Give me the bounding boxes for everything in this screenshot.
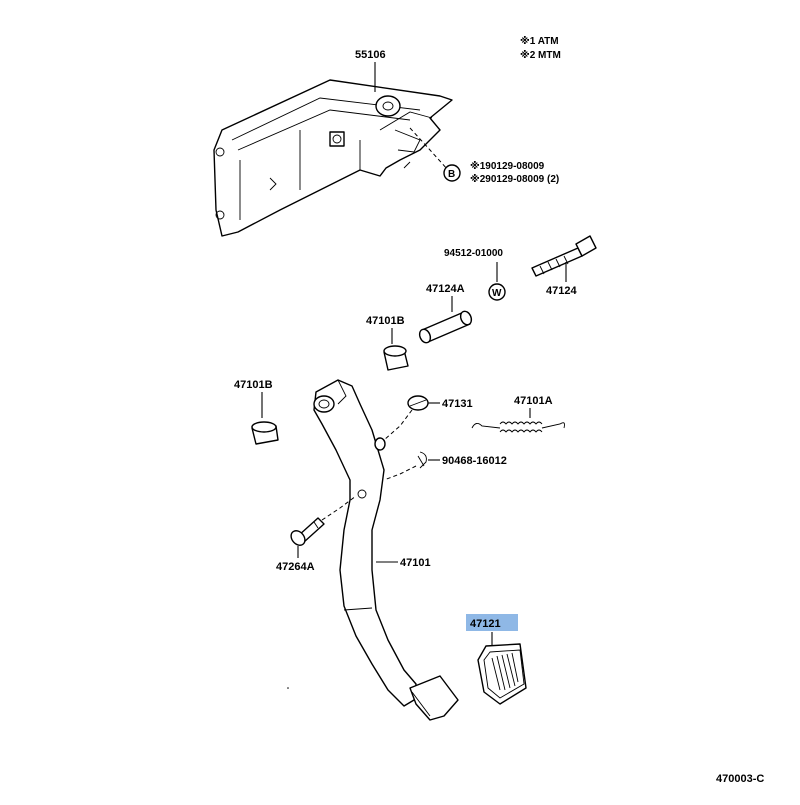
- clip-part-90468[interactable]: [417, 451, 427, 469]
- note-atm: ※1 ATM: [520, 35, 559, 47]
- pedal-arm-part-47101[interactable]: [313, 379, 459, 721]
- bolt-part-47124[interactable]: [531, 235, 597, 277]
- label-47124[interactable]: 47124: [546, 285, 577, 297]
- dash-bolt-b: [409, 127, 449, 171]
- label-bolt-1[interactable]: ※190129-08009: [470, 160, 545, 172]
- label-spring[interactable]: 47101A: [514, 395, 553, 407]
- bracket-part-55106[interactable]: [213, 79, 453, 237]
- label-pedal-arm[interactable]: 47101: [400, 557, 431, 569]
- pedal-pad-part-47121[interactable]: [477, 643, 527, 705]
- label-clip[interactable]: 90468-16012: [442, 455, 507, 467]
- label-bolt-2[interactable]: ※290129-08009 (2): [470, 173, 559, 185]
- collar-part-47124A[interactable]: [418, 310, 474, 345]
- label-bracket[interactable]: 55106: [355, 49, 386, 61]
- label-bushing-upper[interactable]: 47101B: [366, 315, 405, 327]
- stray-dot: [287, 687, 289, 689]
- dash-pin: [321, 495, 357, 521]
- label-collar[interactable]: 47124A: [426, 283, 465, 295]
- spring-part-47101A[interactable]: [471, 421, 565, 433]
- note-mtm: ※2 MTM: [520, 49, 561, 61]
- diagram-code: 470003-C: [716, 773, 764, 785]
- bolt-marker-b: [443, 164, 461, 182]
- stopper-part-47131[interactable]: [407, 395, 429, 411]
- label-bushing-left[interactable]: 47101B: [234, 379, 273, 391]
- pin-part-47264A[interactable]: [288, 517, 325, 548]
- dash-stopper: [383, 409, 413, 441]
- bolt-marker-text: B: [448, 169, 455, 180]
- bushing-part-47101B-left[interactable]: [251, 421, 279, 445]
- washer-marker-w: [488, 283, 506, 301]
- label-stopper[interactable]: 47131: [442, 398, 473, 410]
- label-pedal-pad[interactable]: 47121: [470, 618, 501, 630]
- label-washer[interactable]: 94512-01000: [444, 248, 503, 259]
- dash-clip: [383, 465, 417, 481]
- label-pin[interactable]: 47264A: [276, 561, 315, 573]
- washer-marker-text: W: [492, 288, 502, 299]
- bushing-part-47101B-upper[interactable]: [383, 345, 409, 371]
- pedal-pad-label-highlight: [466, 614, 518, 631]
